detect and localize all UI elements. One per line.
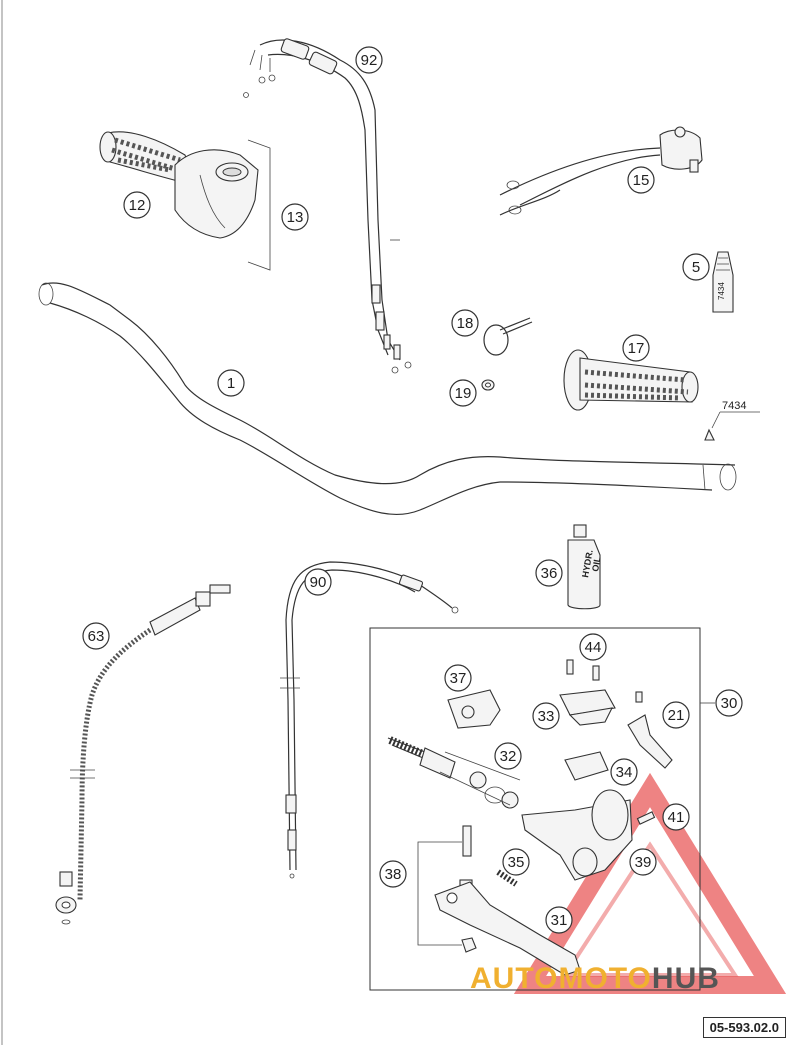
callout-15: 15	[627, 166, 655, 194]
clamp-37	[447, 689, 501, 729]
master-cylinder-group	[369, 627, 715, 991]
svg-text:90: 90	[310, 574, 327, 591]
svg-text:15: 15	[633, 172, 650, 189]
callout-37: 37	[444, 664, 472, 692]
svg-text:37: 37	[450, 670, 467, 687]
throttle-housing	[174, 139, 271, 271]
svg-text:13: 13	[287, 209, 304, 226]
loctite-tube: 7434	[712, 251, 734, 313]
loctite-code: 7434	[722, 400, 746, 412]
watermark-part2: HUB	[651, 962, 720, 995]
screws-44	[566, 659, 600, 681]
svg-text:41: 41	[668, 809, 685, 826]
watermark-part1: AUTOMOTO	[470, 962, 652, 995]
callout-19: 19	[449, 379, 477, 407]
callout-33: 33	[532, 702, 560, 730]
callout-35: 35	[502, 848, 530, 876]
lever-21	[627, 691, 673, 769]
svg-text:5: 5	[692, 259, 700, 276]
callout-12: 12	[123, 191, 151, 219]
diaphragm	[564, 751, 609, 781]
svg-text:18: 18	[457, 315, 474, 332]
watermark-logo: AUTOMOTOHUB	[470, 962, 720, 996]
bottle-label-1: HYDR.	[580, 549, 595, 578]
callout-41: 41	[662, 803, 690, 831]
svg-text:63: 63	[88, 628, 105, 645]
svg-text:36: 36	[541, 565, 558, 582]
callout-5: 5	[682, 253, 710, 281]
tube-code: 7434	[717, 282, 726, 300]
nut-19	[481, 379, 495, 391]
svg-text:31: 31	[551, 912, 568, 929]
screw-41	[636, 811, 656, 825]
callout-13: 13	[281, 203, 309, 231]
hydraulic-line	[55, 584, 231, 925]
svg-text:92: 92	[361, 52, 378, 69]
svg-text:21: 21	[668, 707, 685, 724]
svg-text:17: 17	[628, 340, 645, 357]
callout-30: 30	[715, 689, 743, 717]
throttle-cable	[243, 38, 412, 374]
svg-text:39: 39	[635, 854, 652, 871]
callout-63: 63	[82, 622, 110, 650]
svg-text:32: 32	[500, 748, 517, 765]
svg-text:34: 34	[616, 764, 633, 781]
hydraulic-oil-bottle: HYDR. OIL	[567, 524, 603, 610]
callout-32: 32	[494, 742, 522, 770]
reservoir-cover	[559, 689, 616, 726]
callout-34: 34	[610, 758, 638, 786]
svg-text:12: 12	[129, 197, 146, 214]
svg-text:35: 35	[508, 854, 525, 871]
loctite-callout: 7434	[704, 400, 760, 441]
cable-tie	[483, 317, 533, 356]
svg-text:44: 44	[585, 639, 602, 656]
callout-36: 36	[535, 559, 563, 587]
callout-18: 18	[451, 309, 479, 337]
svg-text:1: 1	[227, 375, 235, 392]
callout-39: 39	[629, 848, 657, 876]
master-cylinder-body	[521, 789, 633, 881]
right-grip	[563, 349, 699, 411]
svg-text:38: 38	[385, 866, 402, 883]
svg-text:19: 19	[455, 385, 472, 402]
piston-kit	[387, 736, 521, 809]
callout-21: 21	[662, 701, 690, 729]
callout-17: 17	[622, 334, 650, 362]
handlebar	[38, 282, 737, 516]
svg-text:30: 30	[721, 695, 738, 712]
callout-1: 1	[217, 369, 245, 397]
document-reference: 05-593.02.0	[702, 1017, 786, 1038]
watermark-triangle	[513, 772, 787, 994]
callout-list: 92 12 13 15 5 18 17 19 1 36 90 63 44 37 …	[82, 46, 743, 934]
callout-92: 92	[355, 46, 383, 74]
brake-lever	[434, 881, 581, 976]
callout-31: 31	[545, 906, 573, 934]
svg-text:33: 33	[538, 708, 555, 725]
bottle-label-2: OIL	[590, 555, 603, 572]
callout-44: 44	[579, 633, 607, 661]
callout-38: 38	[379, 860, 407, 888]
callout-90: 90	[304, 568, 332, 596]
clutch-cable	[280, 561, 459, 879]
kill-switch	[499, 126, 703, 216]
